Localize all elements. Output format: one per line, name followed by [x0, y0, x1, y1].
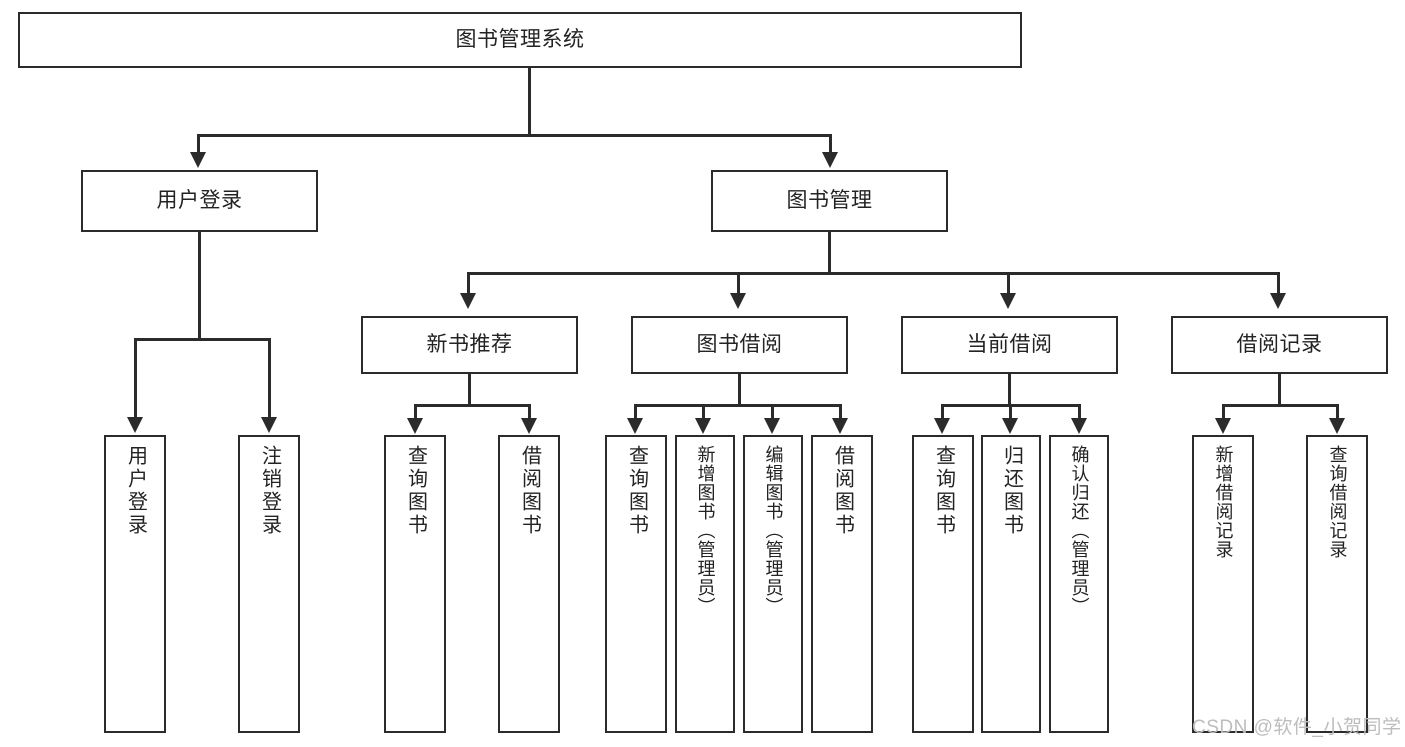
node-leaf-confirm-return[interactable]: 确认归还（管理员） [1049, 435, 1109, 733]
arrowhead-book-borrow [730, 293, 746, 309]
connector-bb-leaf-4 [839, 404, 842, 421]
node-leaf-query-borrow-record-label: 查询借阅记录 [1327, 445, 1348, 559]
node-user-login[interactable]: 用户登录 [81, 170, 318, 232]
node-leaf-add-borrow-record[interactable]: 新增借阅记录 [1192, 435, 1254, 733]
node-leaf-logout-login-label: 注销登录 [258, 445, 281, 537]
connector-to-new-book-recommend [467, 272, 470, 296]
node-root-label: 图书管理系统 [455, 27, 585, 51]
connector-to-book-borrow [737, 272, 740, 296]
arrowhead-nbr-leaf-1 [407, 418, 423, 434]
arrowhead-user-login [190, 152, 206, 168]
node-leaf-query-book-2-label: 查询图书 [625, 445, 648, 537]
connector-borrow-record-bus [1222, 404, 1339, 407]
node-book-borrow[interactable]: 图书借阅 [631, 316, 848, 374]
node-leaf-query-book-1-label: 查询图书 [404, 445, 427, 537]
connector-to-current-borrow [1007, 272, 1010, 296]
connector-current-borrow-stem [1008, 374, 1011, 406]
arrowhead-bb-leaf-1 [627, 418, 643, 434]
arrowhead-new-book-recommend [460, 293, 476, 309]
arrowhead-br-leaf-1 [1215, 418, 1231, 434]
node-leaf-user-login-label: 用户登录 [124, 445, 147, 537]
csdn-watermark: CSDN @软件_小贺同学 [1192, 717, 1402, 738]
node-leaf-edit-book-label: 编辑图书（管理员） [763, 445, 784, 616]
connector-cb-leaf-1 [941, 404, 944, 421]
connector-bb-leaf-2 [702, 404, 705, 421]
connector-root-to-book-manage [829, 134, 832, 155]
node-current-borrow[interactable]: 当前借阅 [901, 316, 1118, 374]
connector-nbr-leaf-1 [414, 404, 417, 421]
connector-user-login-stem [198, 232, 201, 340]
node-book-borrow-label: 图书借阅 [696, 332, 783, 356]
node-leaf-add-book[interactable]: 新增图书（管理员） [675, 435, 735, 733]
connector-cb-leaf-3 [1078, 404, 1081, 421]
arrowhead-bb-leaf-3 [764, 418, 780, 434]
connector-book-manage-bus [467, 272, 1280, 275]
connector-br-leaf-1 [1222, 404, 1225, 421]
arrowhead-borrow-record [1270, 293, 1286, 309]
connector-bb-leaf-3 [771, 404, 774, 421]
node-current-borrow-label: 当前借阅 [966, 332, 1053, 356]
connector-bb-leaf-1 [634, 404, 637, 421]
connector-new-book-recommend-bus [414, 404, 531, 407]
connector-borrow-record-stem [1278, 374, 1281, 406]
node-leaf-query-borrow-record[interactable]: 查询借阅记录 [1306, 435, 1368, 733]
node-new-book-recommend-label: 新书推荐 [426, 332, 513, 356]
node-leaf-add-book-label: 新增图书（管理员） [695, 445, 716, 616]
node-leaf-return-book[interactable]: 归还图书 [981, 435, 1041, 733]
arrowhead-br-leaf-2 [1329, 418, 1345, 434]
connector-root-stem [528, 68, 531, 136]
node-borrow-record-label: 借阅记录 [1236, 332, 1323, 356]
connector-nbr-leaf-2 [528, 404, 531, 421]
connector-new-book-recommend-stem [468, 374, 471, 406]
arrowhead-bb-leaf-2 [695, 418, 711, 434]
node-user-login-label: 用户登录 [156, 188, 243, 212]
node-leaf-borrow-book-2-label: 借阅图书 [831, 445, 854, 537]
node-borrow-record[interactable]: 借阅记录 [1171, 316, 1388, 374]
node-leaf-user-login[interactable]: 用户登录 [104, 435, 166, 733]
arrowhead-cb-leaf-3 [1071, 418, 1087, 434]
connector-to-borrow-record [1277, 272, 1280, 296]
arrowhead-cb-leaf-1 [934, 418, 950, 434]
node-book-manage[interactable]: 图书管理 [711, 170, 948, 232]
node-leaf-confirm-return-label: 确认归还（管理员） [1069, 445, 1090, 616]
node-leaf-query-book-3-label: 查询图书 [932, 445, 955, 537]
node-root[interactable]: 图书管理系统 [18, 12, 1022, 68]
arrowhead-leaf-user-login [127, 417, 143, 433]
node-leaf-borrow-book-1[interactable]: 借阅图书 [498, 435, 560, 733]
node-leaf-borrow-book-2[interactable]: 借阅图书 [811, 435, 873, 733]
connector-root-bus [197, 134, 832, 137]
connector-user-login-bus [134, 338, 270, 341]
connector-user-login-to-leaf-1 [134, 338, 137, 420]
arrowhead-nbr-leaf-2 [521, 418, 537, 434]
node-leaf-query-book-2[interactable]: 查询图书 [605, 435, 667, 733]
node-leaf-logout-login[interactable]: 注销登录 [238, 435, 300, 733]
node-leaf-return-book-label: 归还图书 [1000, 445, 1023, 537]
node-leaf-query-book-3[interactable]: 查询图书 [912, 435, 974, 733]
arrowhead-current-borrow [1000, 293, 1016, 309]
arrowhead-bb-leaf-4 [832, 418, 848, 434]
node-leaf-add-borrow-record-label: 新增借阅记录 [1213, 445, 1234, 559]
node-leaf-borrow-book-1-label: 借阅图书 [518, 445, 541, 537]
arrowhead-leaf-logout-login [261, 417, 277, 433]
node-leaf-edit-book[interactable]: 编辑图书（管理员） [743, 435, 803, 733]
node-new-book-recommend[interactable]: 新书推荐 [361, 316, 578, 374]
connector-root-to-user-login [197, 134, 200, 155]
connector-br-leaf-2 [1336, 404, 1339, 421]
node-leaf-query-book-1[interactable]: 查询图书 [384, 435, 446, 733]
arrowhead-cb-leaf-2 [1002, 418, 1018, 434]
arrowhead-book-manage [822, 152, 838, 168]
connector-book-manage-stem [828, 232, 831, 274]
connector-cb-leaf-2 [1009, 404, 1012, 421]
node-book-manage-label: 图书管理 [786, 188, 873, 212]
connector-book-borrow-bus [634, 404, 842, 407]
connector-book-borrow-stem [738, 374, 741, 406]
connector-user-login-to-leaf-2 [268, 338, 271, 420]
